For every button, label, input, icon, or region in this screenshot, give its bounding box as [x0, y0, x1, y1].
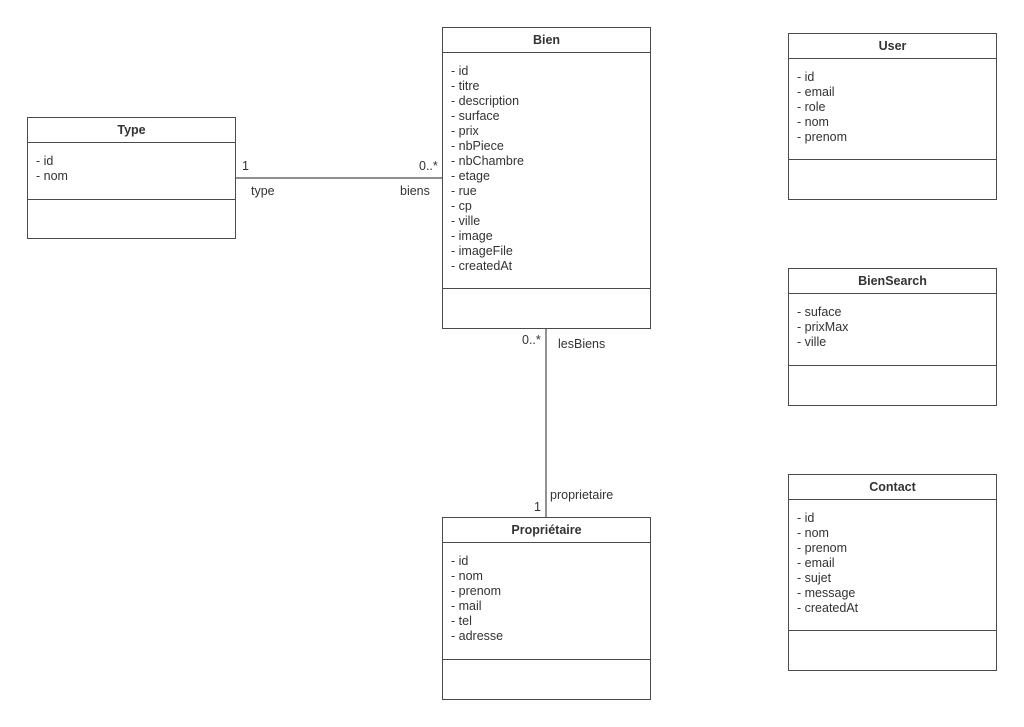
attribute-id: id: [797, 511, 996, 526]
attribute-ville: ville: [451, 214, 650, 229]
attribute-id: id: [451, 554, 650, 569]
class-name: Bien: [443, 28, 650, 53]
class-name: BienSearch: [789, 269, 996, 294]
attribute-email: email: [797, 556, 996, 571]
attribute-id: id: [451, 64, 650, 79]
multiplicity-type-end: 1: [242, 159, 249, 173]
attribute-prenom: prenom: [451, 584, 650, 599]
attribute-createdat: createdAt: [451, 259, 650, 274]
attribute-prix: prix: [451, 124, 650, 139]
role-proprietaire: proprietaire: [550, 488, 614, 502]
class-name: User: [789, 34, 996, 59]
class-proprietaire[interactable]: Propriétaire idnomprenommailteladresse: [442, 517, 651, 700]
class-bien[interactable]: Bien idtitredescriptionsurfaceprixnbPiec…: [442, 27, 651, 329]
attribute-email: email: [797, 85, 996, 100]
role-lesbiens: lesBiens: [558, 337, 606, 351]
multiplicity-biens-end: 0..*: [419, 159, 438, 173]
attribute-nbpiece: nbPiece: [451, 139, 650, 154]
role-type: type: [251, 184, 275, 198]
attribute-id: id: [36, 154, 235, 169]
attribute-titre: titre: [451, 79, 650, 94]
multiplicity-proprietaire-end: 1: [534, 500, 541, 514]
attribute-sujet: sujet: [797, 571, 996, 586]
attribute-list: idtitredescriptionsurfaceprixnbPiecenbCh…: [443, 53, 650, 289]
attribute-tel: tel: [451, 614, 650, 629]
attribute-imagefile: imageFile: [451, 244, 650, 259]
class-name: Propriétaire: [443, 518, 650, 543]
attribute-createdat: createdAt: [797, 601, 996, 616]
attribute-list: sufaceprixMaxville: [789, 294, 996, 366]
class-biensearch[interactable]: BienSearch sufaceprixMaxville: [788, 268, 997, 406]
attribute-nom: nom: [451, 569, 650, 584]
attribute-prenom: prenom: [797, 541, 996, 556]
attribute-rue: rue: [451, 184, 650, 199]
attribute-description: description: [451, 94, 650, 109]
multiplicity-lesbiens-end: 0..*: [522, 333, 541, 347]
attribute-cp: cp: [451, 199, 650, 214]
attribute-nom: nom: [797, 115, 996, 130]
attribute-suface: suface: [797, 305, 996, 320]
attribute-list: idemailrolenomprenom: [789, 59, 996, 160]
attribute-prixmax: prixMax: [797, 320, 996, 335]
attribute-prenom: prenom: [797, 130, 996, 145]
attribute-nom: nom: [36, 169, 235, 184]
attribute-adresse: adresse: [451, 629, 650, 644]
attribute-list: idnomprenomemailsujetmessagecreatedAt: [789, 500, 996, 631]
class-contact[interactable]: Contact idnomprenomemailsujetmessagecrea…: [788, 474, 997, 671]
attribute-mail: mail: [451, 599, 650, 614]
class-type[interactable]: Type idnom: [27, 117, 236, 239]
attribute-list: idnomprenommailteladresse: [443, 543, 650, 660]
role-biens: biens: [400, 184, 430, 198]
attribute-message: message: [797, 586, 996, 601]
attribute-ville: ville: [797, 335, 996, 350]
attribute-etage: etage: [451, 169, 650, 184]
attribute-id: id: [797, 70, 996, 85]
attribute-list: idnom: [28, 143, 235, 200]
attribute-role: role: [797, 100, 996, 115]
class-name: Contact: [789, 475, 996, 500]
attribute-image: image: [451, 229, 650, 244]
attribute-nbchambre: nbChambre: [451, 154, 650, 169]
class-user[interactable]: User idemailrolenomprenom: [788, 33, 997, 200]
attribute-surface: surface: [451, 109, 650, 124]
class-name: Type: [28, 118, 235, 143]
attribute-nom: nom: [797, 526, 996, 541]
